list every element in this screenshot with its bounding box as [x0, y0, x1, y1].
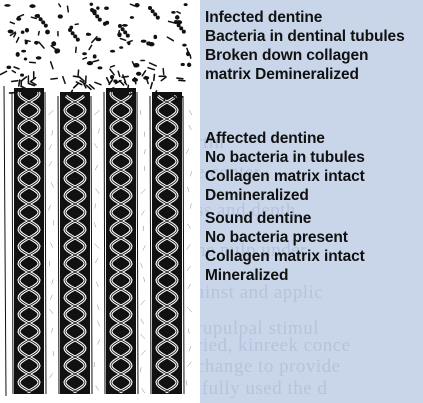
bacterium [171, 11, 175, 14]
bacterium [182, 44, 186, 47]
bacterium [121, 27, 125, 31]
bacterium [68, 28, 72, 32]
bacterium [95, 14, 99, 18]
bacterium [141, 40, 147, 43]
bacterium [34, 41, 38, 45]
caption-line: Collagen matrix intact [205, 247, 423, 266]
bacterium [153, 35, 157, 39]
bacterium [186, 51, 190, 56]
caption-line: No bacteria present [205, 228, 423, 247]
bacterium [39, 17, 43, 21]
bacterium [163, 69, 164, 75]
affected-dentine-caption: Affected dentine No bacteria in tubules … [205, 129, 423, 205]
bacterium [118, 24, 122, 28]
bacterium [45, 30, 50, 35]
bacterium [29, 4, 35, 8]
bacterium [51, 78, 57, 79]
bacterium [187, 63, 191, 67]
bacterium [71, 31, 75, 35]
bacterium [73, 34, 77, 38]
bacterium [90, 8, 94, 12]
bacterium [82, 52, 87, 55]
caption-line: Bacteria in dentinal tubules [205, 27, 423, 46]
bacterium [16, 17, 21, 21]
bacterium [24, 57, 27, 60]
bacterium [123, 30, 127, 34]
bacterium [93, 11, 97, 15]
dentinal-tubule [10, 72, 46, 394]
bacterium [119, 46, 123, 49]
bacterium [90, 3, 93, 6]
bacterium [146, 41, 151, 45]
bacterium [127, 41, 130, 45]
bacterium [184, 3, 188, 6]
bacterium [97, 66, 102, 69]
bacterium [105, 21, 109, 25]
bacterium [181, 63, 185, 66]
bacterium [51, 41, 56, 46]
bacterium [16, 52, 20, 57]
bacterium [110, 50, 115, 53]
bacterium [117, 32, 121, 37]
caption-line: No bacteria in tubules [205, 148, 423, 167]
caption-line: Mineralized [205, 266, 423, 285]
caption-line: Infected dentine [205, 8, 423, 27]
bacterium [136, 72, 141, 76]
caption-line: Affected dentine [205, 129, 423, 148]
bacterium [25, 40, 30, 41]
bacterium [67, 6, 68, 12]
bacterium [122, 24, 128, 27]
bacterium [110, 75, 114, 79]
bacterium [86, 33, 90, 36]
bacterium [8, 30, 14, 34]
bacterium [96, 6, 99, 9]
bacterium [44, 24, 48, 28]
bacterium [98, 18, 102, 22]
bacterium [182, 30, 186, 34]
bacterium [21, 50, 26, 53]
bacterium [6, 66, 11, 69]
bacterium [130, 16, 134, 19]
bacterium [126, 34, 130, 38]
dentinal-tubule [150, 75, 185, 394]
bacterium [132, 78, 138, 82]
dentinal-tubule [104, 76, 138, 394]
bacterium [21, 31, 25, 34]
sound-dentine-caption: Sound dentine No bacteria present Collag… [205, 209, 423, 285]
bacterium [153, 12, 157, 16]
bacterium [30, 62, 36, 63]
bacterium [58, 14, 63, 18]
caption-line: Collagen matrix intact [205, 167, 423, 186]
bacterium [113, 79, 117, 82]
bacterium [156, 16, 160, 20]
bacterium [76, 38, 80, 42]
bacterium [148, 6, 152, 10]
bacterium [174, 20, 178, 24]
bacterium [179, 26, 183, 30]
bacterium [104, 7, 109, 10]
bacterium [93, 54, 97, 58]
caption-line: Sound dentine [205, 209, 423, 228]
bacterium [20, 73, 24, 76]
bacterium [38, 32, 39, 35]
caption-line: matrix Demineralized [205, 65, 423, 84]
bacterium [135, 3, 140, 7]
bacterium [41, 20, 45, 24]
bacterium [54, 49, 58, 54]
dentine-tubules-illustration [0, 0, 200, 403]
bacterium [175, 15, 180, 20]
bacterium [190, 55, 191, 58]
bacterium [25, 28, 29, 33]
bacterium [177, 23, 181, 27]
dentinal-tubule [58, 76, 94, 394]
caption-line: Demineralized [205, 186, 423, 205]
bacterium [151, 9, 155, 13]
caption-line: Broken down collagen [205, 46, 423, 65]
bacterium [36, 56, 42, 59]
bacterium [4, 4, 10, 7]
infected-dentine-caption: Infected dentine Bacteria in dentinal tu… [205, 8, 423, 84]
bacterium [87, 61, 93, 65]
bacterium [36, 14, 40, 18]
